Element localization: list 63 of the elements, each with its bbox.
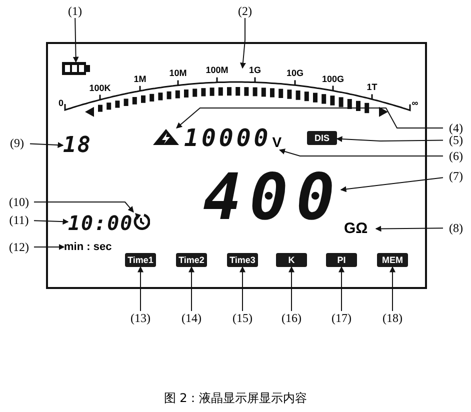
indicator-tag: MEM — [377, 253, 408, 267]
callout-number: (4) — [443, 121, 469, 135]
unit-label: GΩ — [344, 220, 376, 238]
scale-label: 1T — [366, 82, 378, 92]
callout-number: (2) — [233, 4, 257, 18]
callout-number: (14) — [175, 311, 208, 325]
scale-label: ∞ — [412, 98, 418, 108]
callout-number: (10) — [4, 195, 34, 209]
leader-line — [72, 18, 79, 63]
battery-icon — [62, 62, 90, 75]
callout-number: (15) — [226, 311, 259, 325]
callout-number: (13) — [124, 311, 157, 325]
callout-number: (11) — [4, 213, 34, 227]
leader-line — [338, 266, 344, 312]
leader-line — [34, 244, 65, 250]
leader-line — [240, 18, 246, 69]
segment-digits: 10000 — [184, 126, 272, 150]
scale-label: 10M — [169, 68, 187, 78]
callout-number: (8) — [443, 221, 469, 235]
high-voltage-warning-icon — [152, 128, 180, 146]
leader-line — [340, 177, 444, 192]
segment-digits: 10:00 — [68, 211, 130, 235]
segment-digits: 400 — [203, 162, 341, 234]
scale-label: 0 — [58, 98, 64, 108]
scale-label: 100M — [206, 65, 228, 76]
indicator-tag: Time1 — [125, 253, 156, 267]
leader-line — [34, 202, 134, 213]
callout-number: (5) — [443, 133, 469, 147]
leader-line — [34, 218, 69, 225]
leader-line — [30, 142, 64, 148]
scale-label: 1M — [134, 74, 146, 84]
figure-caption: 图 2：液晶显示屏显示内容 — [162, 390, 308, 406]
timer-icon — [132, 212, 150, 230]
callout-number: (12) — [4, 240, 34, 254]
indicator-tag: Time2 — [176, 253, 207, 267]
unit-label: V — [272, 134, 282, 150]
indicator-tag: DIS — [307, 131, 337, 145]
lcd-frame — [46, 42, 427, 289]
leader-line — [240, 266, 246, 312]
leader-line — [188, 266, 194, 312]
unit-label: min : sec — [64, 240, 122, 254]
scale-label: 1G — [249, 65, 261, 76]
indicator-tag: Time3 — [227, 253, 258, 267]
leader-line — [138, 266, 144, 312]
leader-line — [176, 108, 444, 128]
scale-label: 100K — [89, 82, 111, 93]
indicator-tag: PI — [326, 253, 357, 267]
callout-number: (1) — [63, 4, 87, 18]
leader-line — [390, 266, 396, 312]
callout-number: (16) — [275, 311, 308, 325]
scale-label: 10G — [286, 68, 304, 78]
leader-line — [375, 226, 444, 232]
indicator-tag: K — [276, 253, 307, 267]
leader-line — [278, 148, 444, 156]
callout-number: (7) — [443, 169, 469, 183]
callout-number: (6) — [443, 149, 469, 163]
callout-number: (9) — [4, 136, 30, 150]
leader-line — [288, 266, 294, 312]
scale-label: 100G — [322, 74, 344, 84]
callout-number: (17) — [325, 311, 358, 325]
segment-digits: 18 — [63, 134, 91, 158]
callout-number: (18) — [376, 311, 409, 325]
leader-line — [336, 136, 444, 142]
